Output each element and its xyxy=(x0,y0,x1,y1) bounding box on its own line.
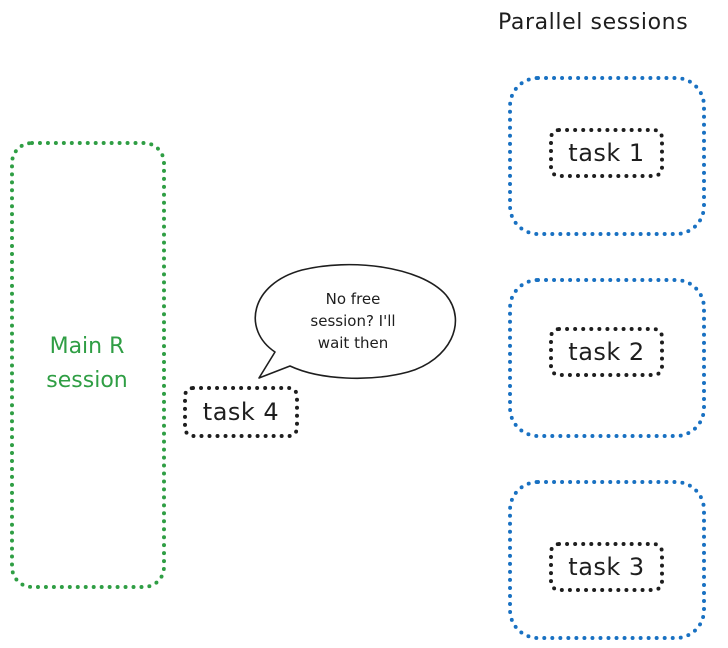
speech-bubble-line-2: session? I'll xyxy=(310,312,396,330)
speech-bubble-line-3: wait then xyxy=(317,334,389,352)
main-session-box xyxy=(10,141,166,589)
main-session-label-line-1: Main R xyxy=(49,334,125,359)
task-4-box: task 4 xyxy=(183,386,299,438)
speech-bubble-line-1: No free xyxy=(325,290,381,308)
parallel-session-box-3 xyxy=(508,480,706,640)
speech-bubble-text: No free session? I'll wait then xyxy=(282,288,424,354)
task-1-box: task 1 xyxy=(549,128,664,178)
main-session-label-line-2: session xyxy=(46,368,128,393)
parallel-session-box-2 xyxy=(508,278,706,438)
task-3-box: task 3 xyxy=(549,542,664,592)
speech-bubble-outline xyxy=(254,263,457,380)
task-2-box: task 2 xyxy=(549,327,664,377)
main-session-label: Main R session xyxy=(12,330,162,398)
diagram-title: Parallel sessions xyxy=(498,10,689,35)
parallel-session-box-1 xyxy=(508,76,706,236)
